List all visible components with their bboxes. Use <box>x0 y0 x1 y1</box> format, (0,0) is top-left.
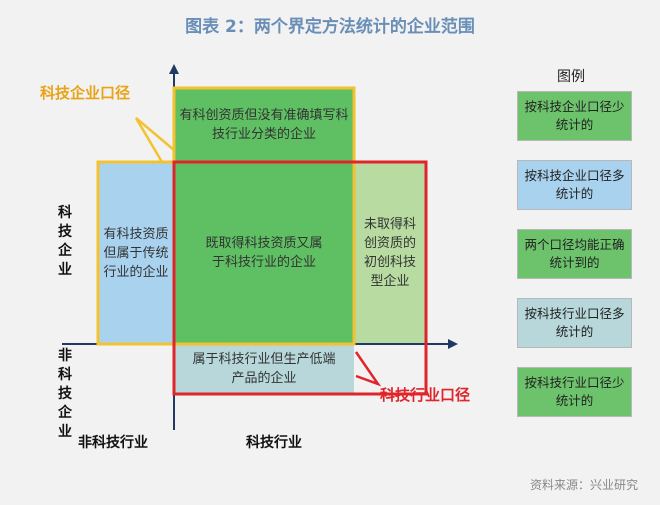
legend-item-5: 按科技行业口径少统计的 <box>517 367 632 417</box>
tech-industry-outline <box>172 160 428 396</box>
y-label-non-tech-enterprise: 非科技企业 <box>58 348 72 440</box>
legend-item-3-label: 两个口径均能正确统计到的 <box>524 237 625 270</box>
box-center-text: 既取得科技资质又属于科技行业的企业 <box>205 236 323 270</box>
x-label-non-tech-industry: 非科技行业 <box>78 435 148 451</box>
box-top-text: 有科创资质但没有准确填写科技行业分类的企业 <box>179 108 349 142</box>
box-bottom-lowend: 属于科技行业但生产低端产品的企业 <box>174 344 354 394</box>
tech-industry-pointer <box>354 351 382 387</box>
y-label-tech-enterprise: 科技企业 <box>58 205 72 278</box>
box-right-text: 未取得科创资质的初创科技型企业 <box>363 217 416 289</box>
x-axis-arrow <box>448 339 458 349</box>
box-bottom-text: 属于科技行业但生产低端产品的企业 <box>192 352 336 386</box>
box-left-traditional: 有科技资质但属于传统行业的企业 <box>98 162 174 344</box>
tech-enterprise-pointer <box>134 117 175 163</box>
legend-item-1-label: 按科技企业口径少统计的 <box>524 99 625 132</box>
legend-item-2: 按科技企业口径多统计的 <box>517 160 632 210</box>
legend-item-4-label: 按科技行业口径多统计的 <box>524 306 625 339</box>
source-note: 资料来源：兴业研究 <box>529 478 638 492</box>
tech-enterprise-outline <box>96 86 356 346</box>
box-right-startup: 未取得科创资质的初创科技型企业 <box>354 162 426 344</box>
legend-item-2-label: 按科技企业口径多统计的 <box>524 168 625 201</box>
box-center-both: 既取得科技资质又属于科技行业的企业 <box>174 162 354 344</box>
legend-title: 图例 <box>557 69 585 85</box>
box-left-text: 有科技资质但属于传统行业的企业 <box>103 226 169 280</box>
x-label-tech-industry: 科技行业 <box>246 435 302 451</box>
y-axis-arrow <box>169 64 179 74</box>
box-top-unclassified: 有科创资质但没有准确填写科技行业分类的企业 <box>174 88 354 162</box>
legend-item-3: 两个口径均能正确统计到的 <box>517 229 632 279</box>
legend-item-4: 按科技行业口径多统计的 <box>517 298 632 348</box>
legend-item-5-label: 按科技行业口径少统计的 <box>524 375 625 408</box>
chart-title: 图表 2：两个界定方法统计的企业范围 <box>185 17 475 37</box>
legend-item-1: 按科技企业口径少统计的 <box>517 91 632 141</box>
callout-tech-industry: 科技行业口径 <box>380 386 471 404</box>
callout-tech-enterprise: 科技企业口径 <box>40 84 131 102</box>
